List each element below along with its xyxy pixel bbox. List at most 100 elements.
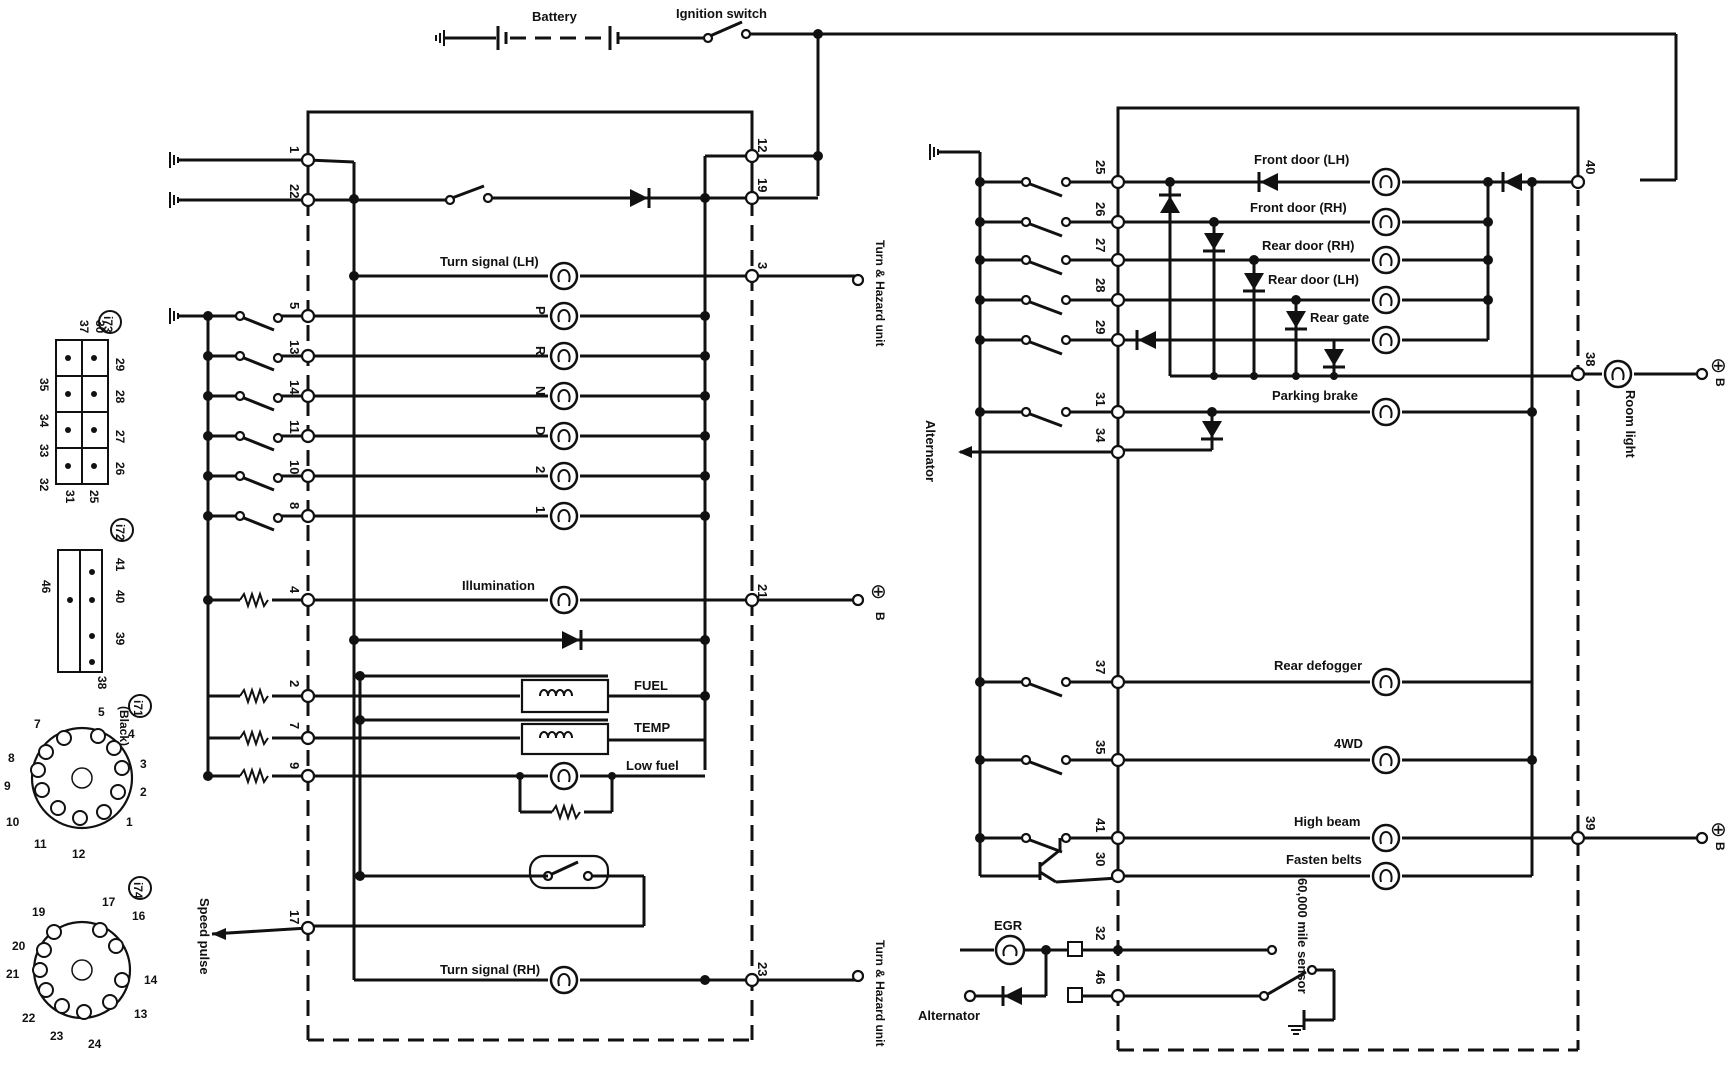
- pin-19: 19: [755, 178, 770, 192]
- b-label: B: [873, 612, 887, 621]
- parking-brake-label: Parking brake: [1272, 388, 1358, 403]
- i71-pin-10: 10: [6, 815, 20, 829]
- room-light-label: Room light: [1623, 390, 1638, 459]
- i73-pin-34: 34: [37, 414, 51, 428]
- turn-hazard-label-top: Turn & Hazard unit: [873, 240, 887, 346]
- plus-b-icon-room: ⊕: [1710, 355, 1727, 377]
- left-meter-assembly: P R N D 2 1: [169, 110, 887, 1046]
- pin-29: 29: [1093, 320, 1108, 334]
- b-label-high: B: [1713, 842, 1727, 851]
- pin-1: 1: [287, 146, 302, 153]
- i72-pin-40: 40: [113, 590, 127, 604]
- i74-pin-20: 20: [12, 939, 26, 953]
- pin-10: 10: [287, 460, 302, 474]
- gear-letter-1: 1: [533, 506, 548, 513]
- pin-35: 35: [1093, 740, 1108, 754]
- pin-27: 27: [1093, 238, 1108, 252]
- battery-label: Battery: [532, 9, 578, 24]
- pin-2: 2: [287, 680, 302, 687]
- ignition-switch-label: Ignition switch: [676, 6, 767, 21]
- pin-38: 38: [1583, 352, 1598, 366]
- i73-pin-25: 25: [87, 490, 101, 504]
- i74-pin-24: 24: [88, 1037, 102, 1051]
- connector-i72: i72 41 40 46 39 38: [39, 518, 134, 690]
- connector-i74-id: i74: [131, 882, 145, 899]
- i74-pin-16: 16: [132, 909, 146, 923]
- connector-i74: i74 19 17 16 14 13 24 23 22 21 20: [6, 876, 158, 1051]
- i71-pin-4: 4: [128, 727, 135, 741]
- i73-pin-31: 31: [63, 490, 77, 504]
- pin-12: 12: [755, 138, 770, 152]
- i71-pin-3: 3: [140, 757, 147, 771]
- gear-letter-r: R: [533, 346, 548, 356]
- 4wd-label: 4WD: [1334, 736, 1363, 751]
- pin-34: 34: [1093, 428, 1108, 443]
- pin-11: 11: [287, 420, 302, 434]
- pin-39: 39: [1583, 816, 1598, 830]
- i71-pin-5: 5: [98, 705, 105, 719]
- pin-23: 23: [755, 962, 770, 976]
- pin-32: 32: [1093, 926, 1108, 940]
- i71-pin-9: 9: [4, 779, 11, 793]
- pin-8: 8: [287, 502, 302, 509]
- connector-i71-id: i71: [131, 700, 145, 717]
- i72-pin-46: 46: [39, 580, 53, 594]
- illumination-label: Illumination: [462, 578, 535, 593]
- i73-pin-28: 28: [113, 390, 127, 404]
- speed-pulse-label: Speed pulse: [197, 898, 212, 975]
- i74-pin-21: 21: [6, 967, 20, 981]
- i73-pin-32: 32: [37, 478, 51, 492]
- plus-b-icon-high: ⊕: [1710, 819, 1727, 841]
- i74-pin-13: 13: [134, 1007, 148, 1021]
- pin-40: 40: [1583, 160, 1598, 174]
- plus-b-icon: ⊕: [870, 581, 887, 603]
- pin-30: 30: [1093, 852, 1108, 866]
- fasten-belts-label: Fasten belts: [1286, 852, 1362, 867]
- pin-3: 3: [755, 262, 770, 269]
- pin-46: 46: [1093, 970, 1108, 984]
- battery-circuit: Battery Ignition switch: [435, 6, 1678, 196]
- pin-17: 17: [287, 910, 302, 924]
- i73-pin-26: 26: [113, 462, 127, 476]
- i72-pin-39: 39: [113, 632, 127, 646]
- temp-label: TEMP: [634, 720, 670, 735]
- i71-pin-7: 7: [34, 717, 41, 731]
- rear-door-lh-label: Rear door (LH): [1268, 272, 1359, 287]
- high-beam-label: High beam: [1294, 814, 1360, 829]
- pin-26: 26: [1093, 202, 1108, 216]
- pin-7: 7: [287, 722, 302, 729]
- fuel-label: FUEL: [634, 678, 668, 693]
- i74-pin-19: 19: [32, 905, 46, 919]
- pin-22: 22: [287, 184, 302, 198]
- sensor-label: 60,000 mile sensor: [1295, 878, 1310, 994]
- alternator-label-bottom: Alternator: [918, 1008, 980, 1023]
- i73-pin-30: 30: [93, 320, 107, 334]
- rear-door-rh-label: Rear door (RH): [1262, 238, 1354, 253]
- front-door-lh-label: Front door (LH): [1254, 152, 1349, 167]
- connector-i71: i71 (Black) 7 5 4 3 2 1 12 11 10 9 8: [4, 694, 152, 861]
- pin-37: 37: [1093, 660, 1108, 674]
- connector-i73-id: i73: [101, 316, 115, 333]
- i72-pin-38: 38: [95, 676, 109, 690]
- i71-pin-2: 2: [140, 785, 147, 799]
- pin-28: 28: [1093, 278, 1108, 292]
- connector-i71-black: (Black): [117, 706, 131, 746]
- i74-pin-14: 14: [144, 973, 158, 987]
- low-fuel-label: Low fuel: [626, 758, 679, 773]
- i73-pin-35: 35: [37, 378, 51, 392]
- i71-pin-11: 11: [34, 837, 47, 851]
- gear-letter-d: D: [533, 426, 548, 435]
- i74-pin-22: 22: [22, 1011, 36, 1025]
- i71-pin-1: 1: [126, 815, 133, 829]
- connector-i72-id: i72: [113, 524, 127, 541]
- turn-signal-rh-label: Turn signal (RH): [440, 962, 540, 977]
- connector-i73: i73 37 30 29 28 35 34 33 27 26 32 31 25: [37, 310, 127, 504]
- pin-41: 41: [1093, 818, 1108, 832]
- i71-pin-8: 8: [8, 751, 15, 765]
- pin-5: 5: [287, 302, 302, 309]
- i73-pin-37: 37: [77, 320, 91, 334]
- front-door-rh-label: Front door (RH): [1250, 200, 1347, 215]
- gear-letter-2: 2: [533, 466, 548, 473]
- i74-pin-23: 23: [50, 1029, 64, 1043]
